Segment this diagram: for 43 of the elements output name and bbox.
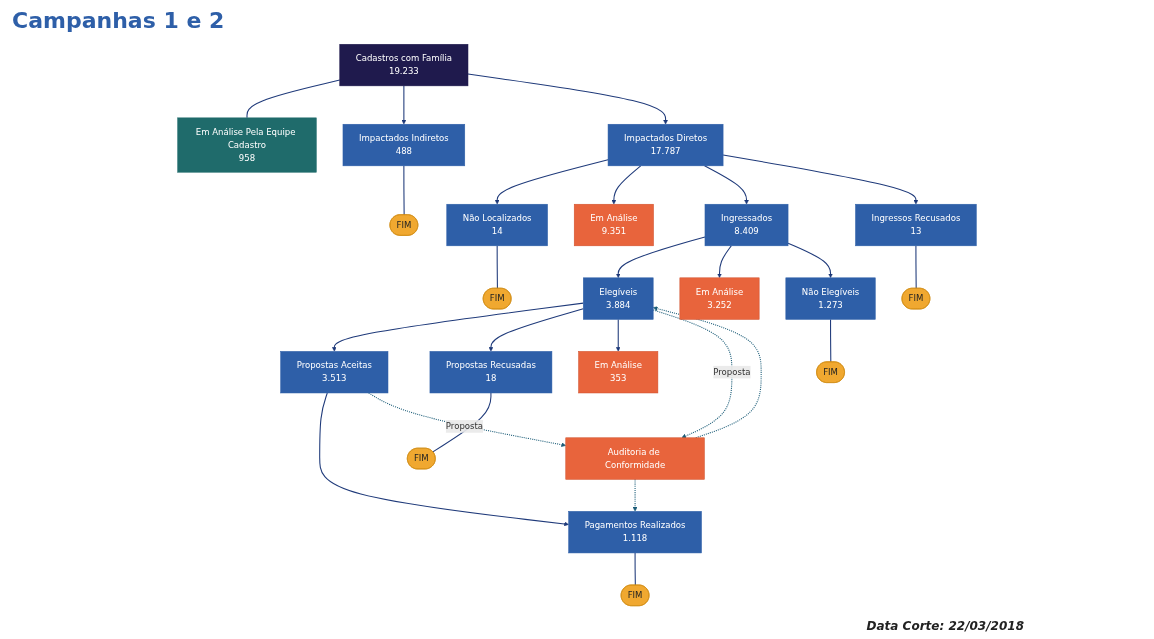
node-box: Em Análise 353 (578, 351, 659, 394)
date-note: Data Corte: 22/03/2018 (866, 619, 1024, 633)
node-box: Elegíveis 3.884 (583, 277, 654, 320)
node-box: Não Elegíveis 1.273 (785, 277, 876, 320)
arrow (722, 154, 919, 205)
node-box: Não Localizados 14 (446, 203, 548, 247)
node-box: Ingressos Recusados 13 (855, 203, 977, 247)
arrow (401, 85, 407, 125)
edge-label: Proposta (445, 421, 484, 432)
arrow (717, 245, 732, 278)
node-box: Propostas Aceitas 3.513 (280, 351, 389, 394)
node-box: Em Análise 3.252 (679, 277, 760, 320)
arrow (611, 165, 642, 205)
node-box: Em Análise 9.351 (573, 203, 654, 247)
arrow (332, 302, 584, 352)
node-box: Em Análise Pela Equipe Cadastro 958 (177, 117, 317, 173)
arrow (319, 392, 569, 527)
node-box: Impactados Indiretos 488 (342, 124, 466, 167)
arrow (652, 309, 733, 439)
connector (915, 245, 917, 289)
connector (634, 552, 636, 586)
arrow (652, 306, 762, 439)
arrow (494, 159, 609, 205)
edge-label: Proposta (713, 366, 751, 377)
arrow (467, 73, 668, 125)
node-box: Impactados Diretos 17.787 (607, 124, 724, 167)
node-box: Cadastros com Família 19.233 (339, 44, 469, 87)
arrow (632, 478, 638, 512)
connector (496, 245, 498, 289)
diagram-title: Campanhas 1 e 2 (12, 8, 225, 33)
arrow (615, 318, 621, 352)
arrow (488, 308, 584, 352)
arrow (615, 236, 706, 278)
connector (403, 165, 405, 216)
node-box: Propostas Recusadas 18 (429, 351, 553, 394)
node-box: Ingressados 8.409 (704, 203, 789, 247)
arrow (787, 242, 833, 278)
arrow (704, 165, 749, 205)
connector (246, 79, 341, 119)
connector (830, 318, 832, 363)
node-box: Auditoria de Conformidade (565, 437, 705, 480)
arrow (368, 392, 566, 448)
node-box: Pagamentos Realizados 1.118 (568, 511, 702, 554)
